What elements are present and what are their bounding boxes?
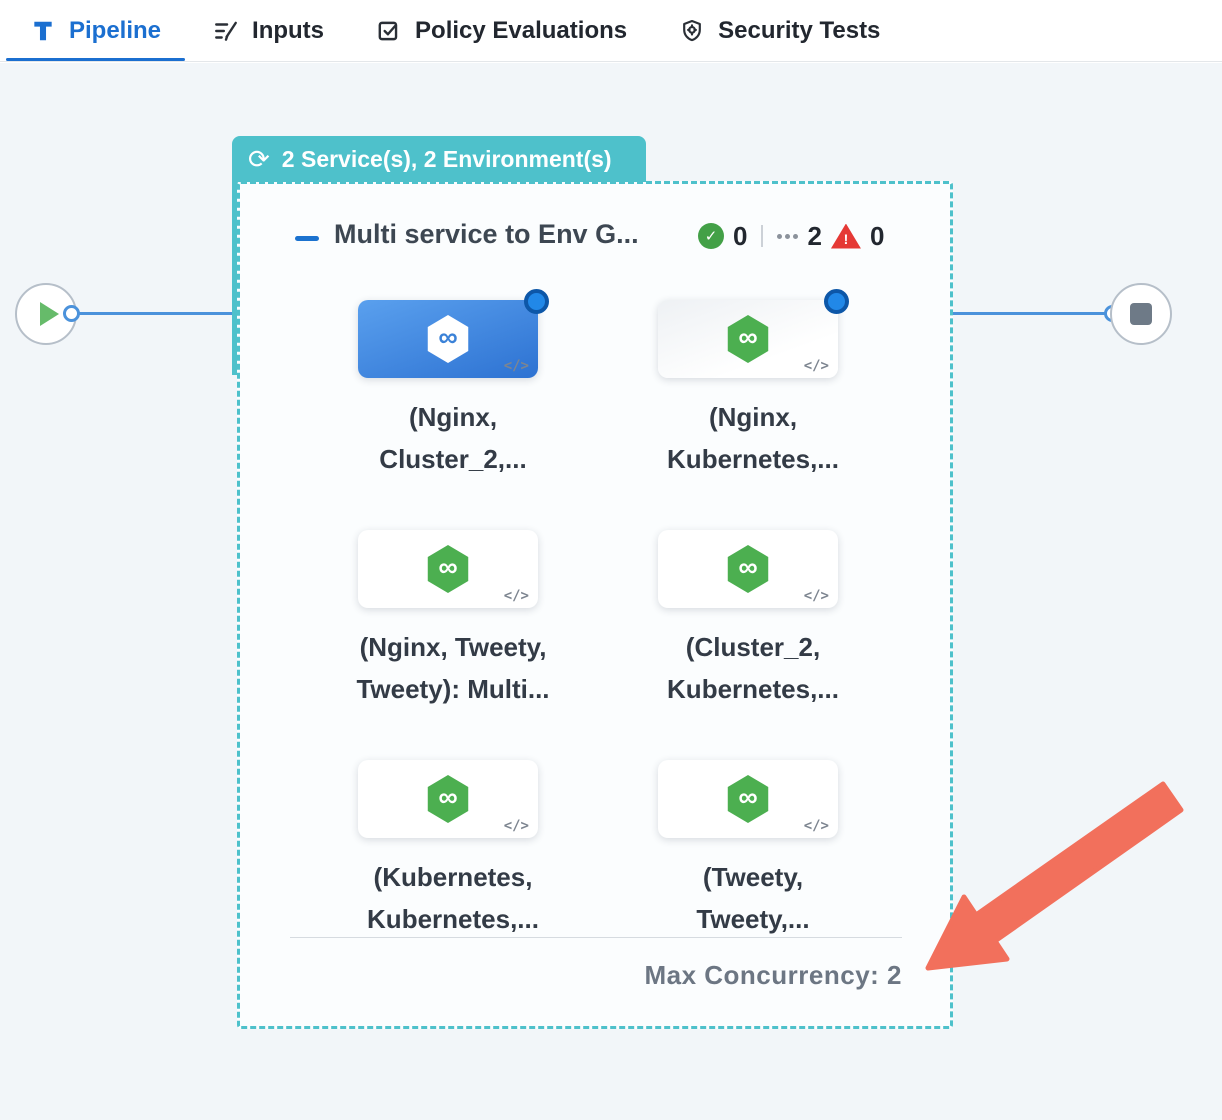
pending-status-icon <box>777 233 799 239</box>
matrix-banner-label: 2 Service(s), 2 Environment(s) <box>281 145 612 172</box>
inputs-icon <box>213 18 239 44</box>
tab-policy-evaluations[interactable]: Policy Evaluations <box>350 0 653 61</box>
edge-start-to-group <box>78 312 238 315</box>
service-hexagon-icon: ∞ <box>427 545 469 593</box>
code-badge: </> <box>503 358 529 374</box>
code-badge: </> <box>803 358 829 374</box>
stage-card-nginx-tweety[interactable]: ∞ </> <box>358 530 538 608</box>
code-badge: </> <box>503 588 529 604</box>
tab-label: Policy Evaluations <box>415 16 628 44</box>
stage-card-kubernetes-kubernetes[interactable]: ∞ </> <box>358 760 538 838</box>
loop-icon: ⟳ <box>248 144 270 174</box>
success-status-icon: ✓ <box>698 223 724 249</box>
service-hexagon-icon: ∞ <box>427 315 469 363</box>
service-hexagon-icon: ∞ <box>727 775 769 823</box>
status-separator <box>761 225 764 247</box>
stage-card-nginx-kubernetes[interactable]: ∞ </> <box>658 289 849 378</box>
success-count: 0 <box>733 220 748 251</box>
stage-card-label: (Nginx,Kubernetes,... <box>667 402 839 474</box>
service-hexagon-icon: ∞ <box>427 775 469 823</box>
pending-count: 2 <box>807 220 822 251</box>
stage-card-label: (Tweety,Tweety,... <box>696 862 810 934</box>
start-node-out-port <box>63 305 80 322</box>
pipeline-icon <box>30 18 56 44</box>
security-shield-icon <box>679 18 705 44</box>
tab-pipeline[interactable]: Pipeline <box>4 0 187 61</box>
tab-label: Pipeline <box>69 16 162 44</box>
stage-status-summary: ✓ 0 2 ! 0 <box>698 218 884 254</box>
tab-bar: Pipeline Inputs Policy Evaluations <box>0 0 1222 62</box>
tab-security-tests[interactable]: Security Tests <box>653 0 906 61</box>
code-badge: </> <box>803 588 829 604</box>
tab-label: Security Tests <box>718 16 881 44</box>
stage-card-label: (Cluster_2,Kubernetes,... <box>667 632 839 704</box>
stop-icon <box>1130 303 1152 325</box>
selection-dot[interactable] <box>824 289 849 314</box>
policy-check-icon <box>376 18 402 44</box>
failed-count: 0 <box>869 220 885 251</box>
service-hexagon-icon: ∞ <box>727 315 769 363</box>
tab-inputs[interactable]: Inputs <box>187 0 350 61</box>
collapse-group-button[interactable] <box>292 226 322 250</box>
edge-group-to-end <box>953 312 1113 315</box>
stage-card-nginx-cluster2[interactable]: ∞ </> <box>358 289 549 378</box>
stage-card-label: (Nginx, Tweety,Tweety): Multi... <box>356 632 550 704</box>
tab-label: Inputs <box>252 16 325 44</box>
minus-icon <box>295 235 319 241</box>
selection-dot[interactable] <box>524 289 549 314</box>
matrix-banner[interactable]: ⟳ 2 Service(s), 2 Environment(s) <box>232 136 646 182</box>
service-hexagon-icon: ∞ <box>727 545 769 593</box>
stage-group-title: Multi service to Env G... <box>334 219 639 249</box>
stage-card-label: (Nginx,Cluster_2,... <box>379 402 527 474</box>
play-icon <box>39 302 59 326</box>
max-concurrency-label: Max Concurrency: 2 <box>644 960 902 990</box>
stage-card-label: (Kubernetes,Kubernetes,... <box>367 862 539 934</box>
code-badge: </> <box>803 818 829 834</box>
stage-card-cluster2-kubernetes[interactable]: ∞ </> <box>658 530 838 608</box>
pipeline-end-node[interactable] <box>1110 283 1172 345</box>
stage-card-tweety-tweety[interactable]: ∞ </> <box>658 760 838 838</box>
pipeline-canvas: ⟳ 2 Service(s), 2 Environment(s) Multi s… <box>0 63 1222 1120</box>
group-footer-divider <box>290 937 902 938</box>
failed-status-icon: ! <box>830 223 861 249</box>
code-badge: </> <box>503 818 529 834</box>
